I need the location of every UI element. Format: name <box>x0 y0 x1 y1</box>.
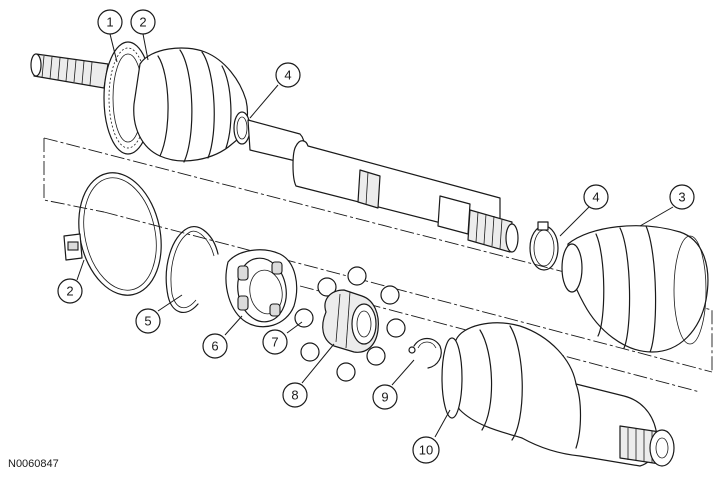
callout-2-top: 2 <box>130 9 156 35</box>
circlip <box>165 226 219 313</box>
svg-text:4: 4 <box>284 68 291 83</box>
cv-housing <box>441 322 675 467</box>
inner-race <box>322 289 379 353</box>
svg-text:9: 9 <box>381 390 388 405</box>
svg-text:5: 5 <box>144 314 151 329</box>
inner-spline-stub <box>30 53 109 89</box>
svg-text:1: 1 <box>106 15 113 30</box>
callout-5: 5 <box>135 308 161 334</box>
callout-2-bottom: 2 <box>57 278 83 304</box>
bearing-cage <box>225 249 298 328</box>
outer-joint-boot <box>133 47 251 163</box>
figure-reference-code: N0060847 <box>8 458 59 470</box>
svg-text:3: 3 <box>678 190 685 205</box>
svg-text:10: 10 <box>419 443 433 458</box>
callout-8: 8 <box>282 382 308 408</box>
boot-clamp-small <box>529 221 559 271</box>
svg-text:7: 7 <box>271 335 278 350</box>
ball-bearings <box>294 266 406 382</box>
inner-cv-boot <box>561 225 709 353</box>
callout-6: 6 <box>202 333 228 359</box>
halfshaft-assembly <box>30 41 559 271</box>
svg-text:2: 2 <box>139 15 146 30</box>
callout-3: 3 <box>669 184 695 210</box>
callout-1: 1 <box>97 9 123 35</box>
callout-7: 7 <box>262 329 288 355</box>
leader-lines <box>76 33 674 438</box>
svg-text:8: 8 <box>291 388 298 403</box>
svg-text:6: 6 <box>211 339 218 354</box>
snap-ring <box>408 337 442 369</box>
intermediate-shaft <box>247 119 519 253</box>
callout-10: 10 <box>412 436 440 464</box>
callout-4-right: 4 <box>583 184 609 210</box>
svg-text:2: 2 <box>66 284 73 299</box>
boot-clamp-large <box>63 172 162 296</box>
callout-4-left: 4 <box>275 62 301 88</box>
callout-9: 9 <box>372 384 398 410</box>
svg-text:4: 4 <box>592 190 599 205</box>
